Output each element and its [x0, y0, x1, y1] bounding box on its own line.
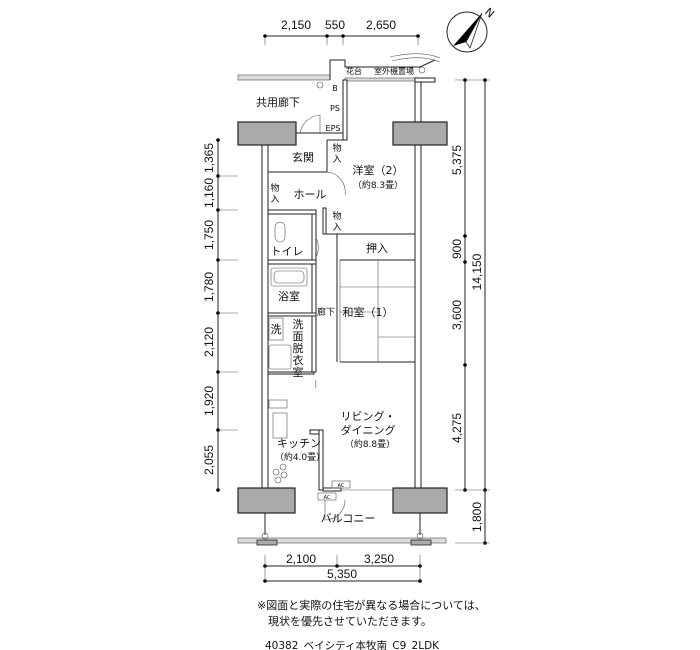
washroom-char: 衣 [293, 353, 304, 367]
plan-title: 40382_ベイシティ本牧南_C9_2LDK [265, 639, 440, 650]
label-western-room-size: （約8.3畳） [353, 179, 403, 191]
label-corridor: 廊下 [317, 306, 335, 318]
dim-right-total: 14,150 [470, 253, 484, 290]
label-ps: PS [330, 104, 340, 113]
label-balcony: バルコニー [321, 512, 376, 525]
label-ac: AC [324, 495, 331, 501]
label-storage: 物 [332, 210, 341, 222]
dim-top-3: 2,650 [366, 18, 396, 32]
label-dining: ダイニング [341, 423, 396, 437]
label-hall: ホール [294, 188, 327, 201]
dim-left-7: 2,055 [202, 445, 216, 475]
washroom-char: 洗 [293, 318, 304, 331]
dim-left-1: 1,365 [202, 143, 216, 173]
label-living-size: （約8.8畳） [345, 438, 395, 450]
label-kitchen-size: （約4.0畳） [275, 451, 325, 463]
dim-right-1: 5,375 [450, 145, 464, 175]
washroom-char: 室 [293, 365, 304, 379]
room-labels: 共用廊下 玄関 洋室（2） （約8.3畳） ホール トイレ 押入 和室（1） 浴… [256, 66, 414, 525]
dim-bottom-1: 2,100 [286, 552, 316, 566]
dim-left-3: 1,750 [202, 220, 216, 250]
label-b: B [332, 84, 338, 93]
dim-right-3: 3,600 [450, 300, 464, 330]
label-japanese-room: 和室（1） [343, 305, 394, 319]
compass-label: N [482, 5, 497, 20]
dim-left-2: 1,160 [202, 178, 216, 208]
dim-left-5: 2,120 [202, 327, 216, 357]
label-entrance: 玄関 [292, 150, 314, 164]
washroom-char: 面 [293, 330, 304, 343]
label-storage: 入 [332, 222, 341, 233]
label-common-corridor: 共用廊下 [256, 95, 300, 109]
dim-bottom-2: 3,250 [364, 552, 394, 566]
label-storage: 入 [332, 154, 341, 165]
pillar [237, 487, 296, 514]
dim-right-4: 4,275 [450, 413, 464, 443]
dim-top-1: 2,150 [281, 18, 311, 32]
north-compass-icon: N [446, 5, 497, 53]
dim-left-6: 1,920 [202, 386, 216, 416]
label-washroom: 洗 面 脱 衣 室 [293, 318, 304, 379]
fixtures [268, 114, 346, 521]
label-living: リビング・ [341, 409, 396, 423]
label-storage: 入 [270, 194, 279, 205]
label-outdoor-unit: 室外機置場 [374, 66, 414, 76]
note-line-2: 現状を優先させていただきます。 [268, 614, 432, 628]
label-washer: 洗 [271, 323, 282, 336]
label-oshiire: 押入 [366, 241, 388, 255]
label-eps: EPS [326, 124, 341, 133]
label-western-room: 洋室（2） [353, 163, 404, 177]
pillar [237, 121, 297, 146]
dim-left-4: 1,780 [202, 272, 216, 302]
top-dimensions: 2,150 550 2,650 [263, 18, 420, 45]
washroom-char: 脱 [293, 341, 304, 355]
note-line-1: ※図面と実際の住宅が異なる場合については、 [257, 598, 486, 612]
dim-top-2: 550 [325, 18, 345, 32]
dim-right-2: 900 [450, 239, 464, 259]
right-dimensions: 5,375 900 3,600 4,275 14,150 1,800 [450, 78, 490, 545]
pillar [392, 121, 448, 146]
label-bathroom: 浴室 [278, 289, 300, 303]
left-dimensions: 1,365 1,160 1,750 1,780 2,120 1,920 2,05… [202, 138, 238, 492]
label-ac: AC [338, 483, 345, 489]
label-storage: 物 [332, 142, 341, 154]
pillar [392, 487, 448, 514]
bottom-dimensions: 2,100 3,250 5,350 [263, 552, 422, 583]
label-toilet: トイレ [271, 245, 304, 258]
label-storage: 物 [270, 182, 279, 194]
dim-bottom-total: 5,350 [327, 567, 357, 581]
dim-right-balcony: 1,800 [470, 502, 484, 532]
label-kitchen: キッチン [277, 437, 321, 450]
label-flower-stand: 花台 [346, 66, 362, 76]
